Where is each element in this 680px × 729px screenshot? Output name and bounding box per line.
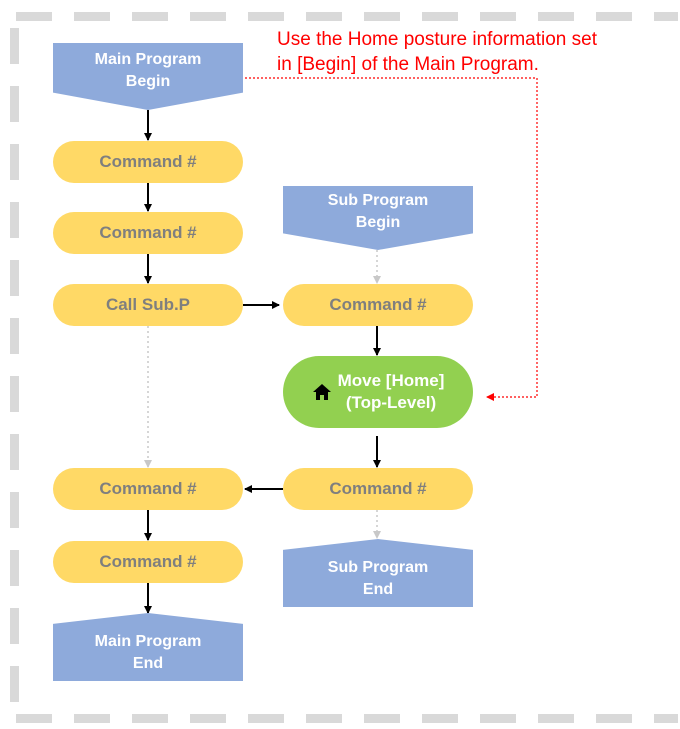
frame-left-border bbox=[10, 28, 19, 718]
home-posture-note: Use the Home posture information set in … bbox=[277, 29, 597, 75]
frame-top-border bbox=[16, 12, 678, 21]
sub-program-end: Sub Program End bbox=[283, 539, 473, 607]
note-reference-line bbox=[245, 77, 538, 401]
home-icon bbox=[312, 384, 331, 400]
main-command-1: Command # bbox=[53, 141, 243, 183]
sub-command-2: Command # bbox=[283, 468, 473, 510]
main-command-4: Command # bbox=[53, 541, 243, 583]
main-command-3: Command # bbox=[53, 468, 243, 510]
main-program-end: Main Program End bbox=[53, 613, 243, 681]
move-home-label: Move [Home] (Top-Level) bbox=[337, 371, 445, 412]
move-home-top-level: Move [Home] (Top-Level) bbox=[283, 356, 473, 428]
call-sub-program: Call Sub.P bbox=[53, 284, 243, 326]
sub-command-1: Command # bbox=[283, 284, 473, 326]
main-command-2: Command # bbox=[53, 212, 243, 254]
frame-bottom-border bbox=[16, 714, 678, 723]
